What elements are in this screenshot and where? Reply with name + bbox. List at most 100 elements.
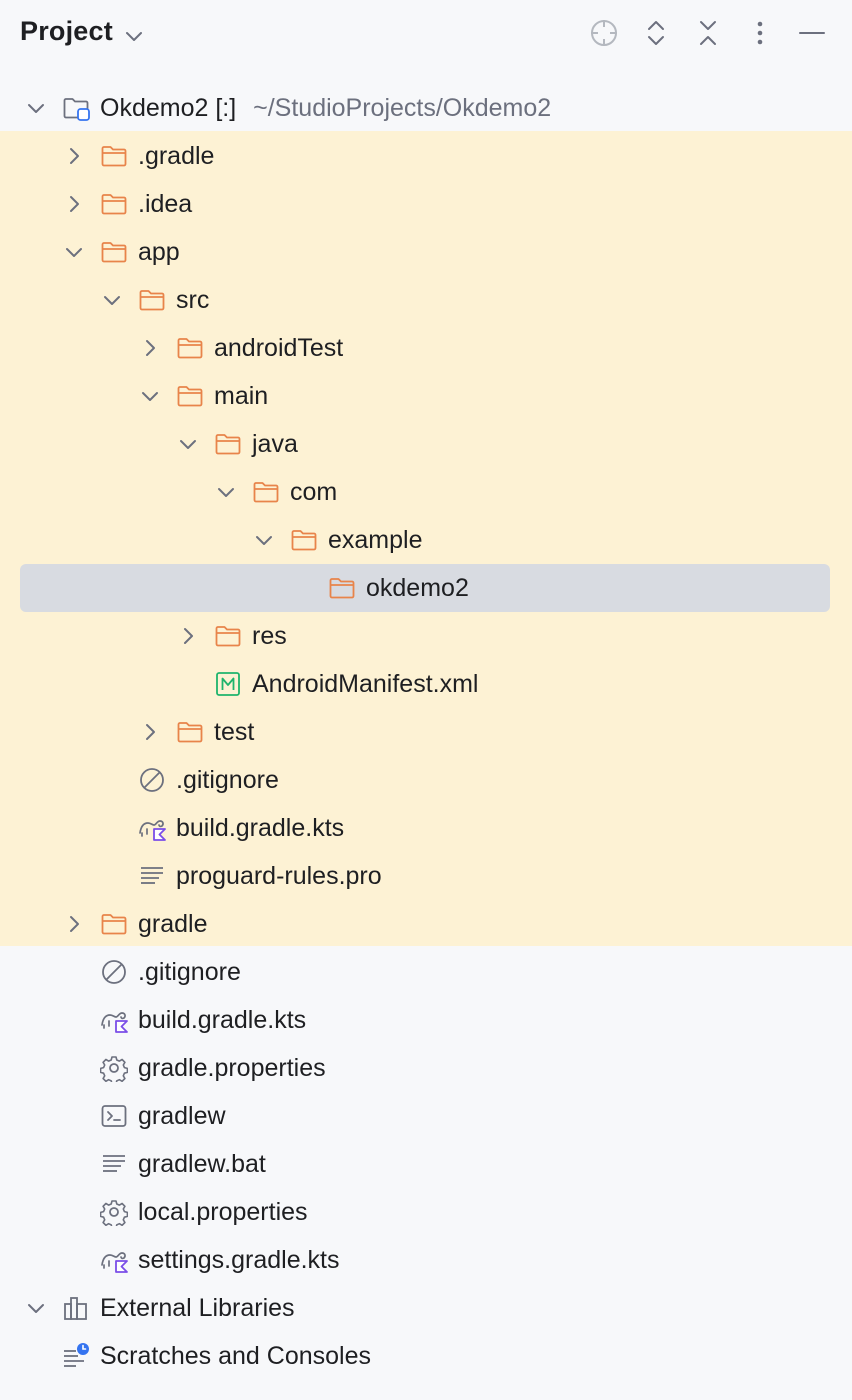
tree-item-label: .gitignore bbox=[176, 766, 279, 794]
folder-icon bbox=[176, 334, 204, 362]
tree-row-proguard-rules-pro[interactable]: proguard-rules.pro bbox=[0, 852, 852, 900]
tree-item-label: proguard-rules.pro bbox=[176, 862, 382, 890]
tree-item-label: gradle bbox=[138, 910, 208, 938]
settings-file-icon bbox=[99, 1198, 129, 1229]
folder-icon bbox=[214, 430, 242, 458]
chevron-down-icon[interactable] bbox=[214, 480, 238, 504]
module-icon bbox=[62, 94, 90, 122]
chevron-down-icon[interactable] bbox=[100, 288, 124, 312]
tree-row-build-gradle-kts[interactable]: build.gradle.kts bbox=[0, 804, 852, 852]
tree-row-main[interactable]: main bbox=[0, 372, 852, 420]
tree-row-local-properties[interactable]: local.properties bbox=[0, 1188, 852, 1236]
tree-row-java[interactable]: java bbox=[0, 420, 852, 468]
tree-row-gitignore[interactable]: .gitignore bbox=[0, 948, 852, 996]
tree-item-label: src bbox=[176, 286, 210, 314]
tree-item-label: External Libraries bbox=[100, 1294, 295, 1322]
tree-item-label: gradlew.bat bbox=[138, 1150, 266, 1178]
tree-item-label: test bbox=[214, 718, 255, 746]
tree-row-okdemo2[interactable]: okdemo2 bbox=[0, 564, 852, 612]
text-file-icon bbox=[138, 862, 166, 890]
chevron-down-icon[interactable] bbox=[62, 240, 86, 264]
chevron-down-icon[interactable] bbox=[138, 384, 162, 408]
folder-icon bbox=[252, 478, 280, 506]
tree-row-src[interactable]: src bbox=[0, 276, 852, 324]
tree-row-gradlew-bat[interactable]: gradlew.bat bbox=[0, 1140, 852, 1188]
tree-item-label: gradle.properties bbox=[138, 1054, 326, 1082]
tree-item-label: okdemo2 bbox=[366, 574, 469, 602]
tree-row-androidtest[interactable]: androidTest bbox=[0, 324, 852, 372]
tree-item-label: build.gradle.kts bbox=[176, 814, 345, 842]
tree-item-label: app bbox=[138, 238, 180, 266]
ignored-file-icon bbox=[138, 766, 166, 794]
locate-icon[interactable] bbox=[587, 16, 621, 50]
more-icon[interactable] bbox=[743, 16, 777, 50]
module-highlight bbox=[0, 131, 852, 946]
libraries-icon bbox=[62, 1294, 90, 1322]
chevron-right-icon[interactable] bbox=[62, 144, 86, 168]
tree-item-label: .gitignore bbox=[138, 958, 241, 986]
gradle-kotlin-icon bbox=[100, 1006, 128, 1034]
tree-item-label: res bbox=[252, 622, 287, 650]
tool-window-title[interactable]: Project bbox=[20, 16, 113, 46]
tree-row-gradle[interactable]: .gradle bbox=[0, 132, 852, 180]
settings-file-icon bbox=[99, 1054, 129, 1085]
tree-row-scratches-and-consoles[interactable]: Scratches and Consoles bbox=[0, 1332, 852, 1380]
folder-icon bbox=[100, 910, 128, 938]
tree-item-label: AndroidManifest.xml bbox=[252, 670, 479, 698]
tree-row-res[interactable]: res bbox=[0, 612, 852, 660]
chevron-down-icon[interactable] bbox=[24, 1296, 48, 1320]
terminal-file-icon bbox=[100, 1102, 128, 1130]
chevron-down-icon[interactable] bbox=[24, 96, 48, 120]
tree-item-label: build.gradle.kts bbox=[138, 1006, 307, 1034]
tree-item-label: androidTest bbox=[214, 334, 344, 362]
tree-row-gradle[interactable]: gradle bbox=[0, 900, 852, 948]
tree-item-label: .idea bbox=[138, 190, 193, 218]
tool-window-header: Project bbox=[0, 0, 852, 68]
chevron-down-icon[interactable] bbox=[176, 432, 200, 456]
chevron-down-icon[interactable] bbox=[252, 528, 276, 552]
gradle-kotlin-icon bbox=[138, 814, 166, 842]
tree-item-label: local.properties bbox=[138, 1198, 308, 1226]
folder-icon bbox=[100, 142, 128, 170]
tree-row-com[interactable]: com bbox=[0, 468, 852, 516]
ignored-file-icon bbox=[100, 958, 128, 986]
chevron-down-icon[interactable] bbox=[122, 24, 146, 48]
folder-icon bbox=[100, 190, 128, 218]
chevron-right-icon[interactable] bbox=[62, 912, 86, 936]
tree-item-label: example bbox=[328, 526, 423, 554]
manifest-icon bbox=[214, 670, 242, 698]
tree-row-test[interactable]: test bbox=[0, 708, 852, 756]
folder-icon bbox=[328, 574, 356, 602]
expand-all-icon[interactable] bbox=[639, 16, 673, 50]
tree-row-okdemo2[interactable]: Okdemo2 [:] ~/StudioProjects/Okdemo2 bbox=[0, 84, 852, 132]
folder-icon bbox=[138, 286, 166, 314]
tree-item-label: Scratches and Consoles bbox=[100, 1342, 371, 1370]
tree-row-app[interactable]: app bbox=[0, 228, 852, 276]
folder-icon bbox=[100, 238, 128, 266]
tree-row-gradlew[interactable]: gradlew bbox=[0, 1092, 852, 1140]
tree-row-build-gradle-kts[interactable]: build.gradle.kts bbox=[0, 996, 852, 1044]
module-name: Okdemo2 [:] bbox=[100, 94, 237, 122]
tree-row-external-libraries[interactable]: External Libraries bbox=[0, 1284, 852, 1332]
tree-row-example[interactable]: example bbox=[0, 516, 852, 564]
minimize-icon[interactable] bbox=[795, 16, 829, 50]
collapse-all-icon[interactable] bbox=[691, 16, 725, 50]
chevron-right-icon[interactable] bbox=[62, 192, 86, 216]
tree-item-label: .gradle bbox=[138, 142, 215, 170]
tree-row-gradle-properties[interactable]: gradle.properties bbox=[0, 1044, 852, 1092]
gradle-kotlin-icon bbox=[100, 1246, 128, 1274]
text-file-icon bbox=[100, 1150, 128, 1178]
folder-icon bbox=[214, 622, 242, 650]
chevron-right-icon[interactable] bbox=[138, 720, 162, 744]
chevron-right-icon[interactable] bbox=[176, 624, 200, 648]
tree-item-label: gradlew bbox=[138, 1102, 226, 1130]
tree-item-label: settings.gradle.kts bbox=[138, 1246, 340, 1274]
folder-icon bbox=[290, 526, 318, 554]
scratches-icon bbox=[62, 1342, 90, 1370]
folder-icon bbox=[176, 382, 204, 410]
tree-row-settings-gradle-kts[interactable]: settings.gradle.kts bbox=[0, 1236, 852, 1284]
tree-row-gitignore[interactable]: .gitignore bbox=[0, 756, 852, 804]
chevron-right-icon[interactable] bbox=[138, 336, 162, 360]
tree-row-idea[interactable]: .idea bbox=[0, 180, 852, 228]
tree-row-androidmanifest-xml[interactable]: AndroidManifest.xml bbox=[0, 660, 852, 708]
